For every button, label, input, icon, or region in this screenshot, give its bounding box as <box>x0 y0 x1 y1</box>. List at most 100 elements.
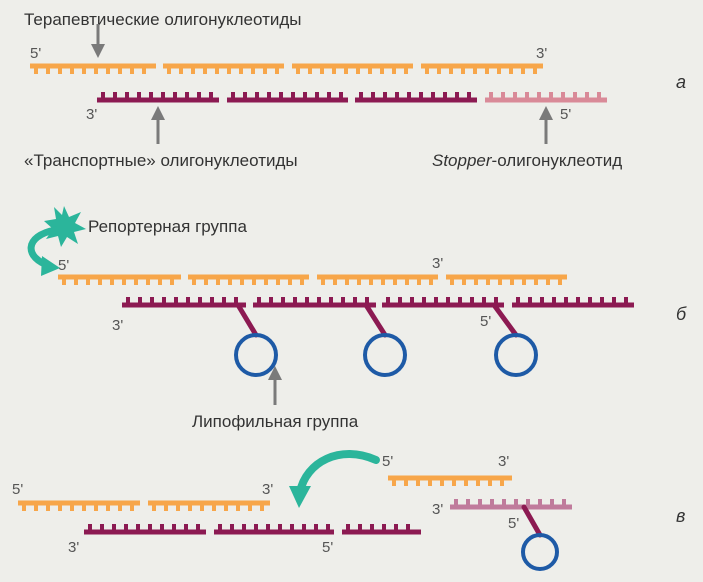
transport-c-1-base <box>160 524 164 532</box>
therapeutic-b-1-base <box>62 277 66 285</box>
therapeutic-b-3-base <box>429 277 433 285</box>
transport-c-2-base <box>290 524 294 532</box>
transport-b-1-base <box>198 297 202 305</box>
therapeutic-a-2-base <box>203 66 207 74</box>
therapeutic-b-2-base <box>204 277 208 285</box>
transport-a-1-base <box>113 92 117 100</box>
transport-c-2-base <box>326 524 330 532</box>
transport-c-1-backbone <box>84 529 206 535</box>
transport-b-2-base <box>305 297 309 305</box>
transport-b-2-base <box>353 297 357 305</box>
therapeutic-b-1 <box>58 274 181 285</box>
therapeutic-c-1-base <box>22 503 26 511</box>
stopper-c <box>450 499 572 510</box>
end-c-free-left: 5' <box>382 453 393 470</box>
therapeutic-b-2-base <box>276 277 280 285</box>
therapeutic-a-1 <box>30 63 156 74</box>
therapeutic-a-2 <box>163 63 284 74</box>
transport-b-1-base <box>138 297 142 305</box>
transport-c-3-backbone <box>342 529 421 535</box>
therapeutic-a-3-base <box>320 66 324 74</box>
therapeutic-b-2-base <box>288 277 292 285</box>
transport-b-3-base <box>434 297 438 305</box>
therapeutic-b-1-base <box>146 277 150 285</box>
therapeutic-a-3-base <box>404 66 408 74</box>
therapeutic-c-2-base <box>164 503 168 511</box>
end-c-bottom-right: 5' <box>322 539 333 556</box>
stopper-a-base <box>549 92 553 100</box>
transport-c-2-base <box>266 524 270 532</box>
therapeutic-a-3-backbone <box>292 63 413 69</box>
transport-a-3-base <box>395 92 399 100</box>
transport-a-3-base <box>359 92 363 100</box>
therapeutic-b-3-base <box>393 277 397 285</box>
therapeutic-c-2-base <box>152 503 156 511</box>
transport-a-3-base <box>467 92 471 100</box>
stopper-a-base <box>561 92 565 100</box>
lipophilic-b-1-linker <box>235 302 259 338</box>
transport-a-2-base <box>279 92 283 100</box>
therapeutic-a-3-base <box>368 66 372 74</box>
therapeutic-b-4-base <box>498 277 502 285</box>
therapeutic-a-2-base <box>179 66 183 74</box>
therapeutic-c-free-base <box>464 478 468 486</box>
stopper-c-base <box>466 499 470 507</box>
panel-letter-a: а <box>676 72 686 92</box>
reporter-star-icon <box>44 206 86 247</box>
transport-c-2-base <box>218 524 222 532</box>
therapeutic-a-2-base <box>251 66 255 74</box>
end-c-top-left: 5' <box>12 481 23 498</box>
therapeutic-b-1-base <box>122 277 126 285</box>
transport-b-2-base <box>281 297 285 305</box>
transport-c-1-base <box>112 524 116 532</box>
panel-letter-b: б <box>676 304 687 324</box>
transport-a-1-base <box>125 92 129 100</box>
label-stopper-italic: Stopper <box>432 151 493 170</box>
therapeutic-b-4-backbone <box>446 274 567 280</box>
transport-b-4 <box>512 297 634 308</box>
transport-c-3-base <box>370 524 374 532</box>
therapeutic-b-1-base <box>158 277 162 285</box>
stopper-c-backbone <box>450 504 572 510</box>
transport-c-1-base <box>172 524 176 532</box>
therapeutic-a-1-base <box>106 66 110 74</box>
lipophilic-c-1-ring <box>521 533 559 571</box>
transport-c-3-base <box>346 524 350 532</box>
therapeutic-a-2-base <box>263 66 267 74</box>
transport-b-2-base <box>269 297 273 305</box>
transport-c-2-base <box>242 524 246 532</box>
therapeutic-b-3 <box>317 274 438 285</box>
transport-a-3-base <box>419 92 423 100</box>
lipophilic-b-2-ring <box>363 333 407 377</box>
therapeutic-b-1-base <box>86 277 90 285</box>
transport-a-2-base <box>267 92 271 100</box>
transport-a-2-base <box>303 92 307 100</box>
therapeutic-a-4-base <box>521 66 525 74</box>
arrow-lipophilic <box>268 366 282 405</box>
therapeutic-a-2-base <box>167 66 171 74</box>
therapeutic-b-2-base <box>264 277 268 285</box>
therapeutic-b-3-base <box>405 277 409 285</box>
end-a-bottom-left: 3' <box>86 106 97 123</box>
transport-a-2-base <box>315 92 319 100</box>
therapeutic-c-1-base <box>46 503 50 511</box>
therapeutic-a-4-base <box>425 66 429 74</box>
transport-b-3 <box>382 297 504 308</box>
stopper-a-base <box>573 92 577 100</box>
stopper-c-base <box>454 499 458 507</box>
therapeutic-a-4 <box>421 63 543 74</box>
label-transport: «Транспортные» олигонуклеотиды <box>24 151 298 170</box>
end-c-top-right: 3' <box>262 481 273 498</box>
stopper-c-base <box>538 499 542 507</box>
therapeutic-c-free-base <box>404 478 408 486</box>
transport-b-4-base <box>576 297 580 305</box>
transport-c-3-base <box>382 524 386 532</box>
transport-a-2 <box>227 92 348 103</box>
transport-a-1-base <box>173 92 177 100</box>
stopper-a-base <box>537 92 541 100</box>
transport-b-4-base <box>540 297 544 305</box>
therapeutic-b-2-backbone <box>188 274 309 280</box>
end-a-bottom-right: 5' <box>560 106 571 123</box>
label-reporter: Репортерная группа <box>88 217 247 236</box>
